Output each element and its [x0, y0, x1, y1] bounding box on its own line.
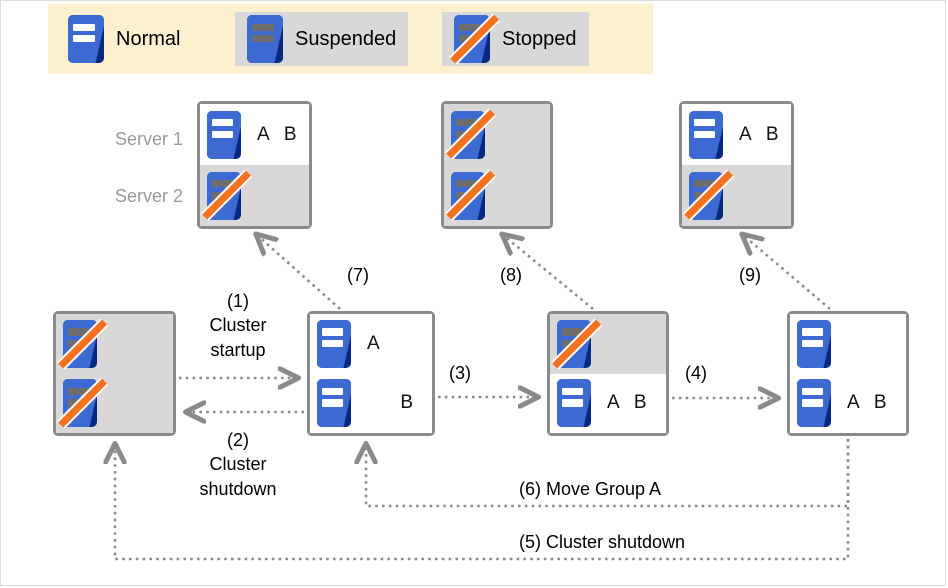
server-stopped-icon	[444, 169, 496, 222]
server-stopped-icon	[444, 108, 496, 161]
legend-label-suspended: Suspended	[295, 27, 397, 50]
caption-step-7: (7)	[347, 265, 369, 285]
bot2-row-server2: B	[310, 373, 432, 433]
state-box-9[interactable]: A B	[679, 101, 794, 229]
state-box-server1-stopped[interactable]: A B	[547, 311, 669, 436]
server-stopped-icon	[56, 377, 108, 430]
box7-row-server1: A B	[200, 104, 309, 165]
server-stopped-icon	[448, 13, 500, 65]
box8-row-server2	[444, 165, 550, 226]
server-normal-icon	[317, 319, 351, 368]
box9-row-server1: A B	[682, 104, 791, 165]
box9-row-server2	[682, 165, 791, 226]
bot1-row-server1	[56, 314, 173, 374]
server-2-label: Server 2	[114, 186, 183, 206]
bot2-groups-server1: A	[367, 332, 385, 354]
server-normal-icon	[557, 379, 591, 428]
bot2-groups-server2: B	[400, 392, 418, 414]
caption-step-9: (9)	[739, 265, 761, 285]
state-box-7[interactable]: A B	[197, 101, 312, 229]
bot3-groups-server2: A B	[607, 392, 652, 414]
legend-panel: Normal Suspended Stopped	[48, 4, 653, 74]
bot1-row-server2	[56, 373, 173, 433]
state-box-8[interactable]	[441, 101, 553, 229]
caption-step-3: (3)	[449, 363, 471, 383]
caption-step-4: (4)	[685, 363, 707, 383]
bot4-row-server1	[790, 314, 906, 374]
caption-step-1-line2: startup	[210, 340, 266, 360]
server-normal-icon	[317, 379, 351, 428]
server-normal-icon	[68, 15, 104, 63]
caption-step-2-line2: shutdown	[199, 479, 277, 499]
caption-step-5: (5) Cluster shutdown	[519, 532, 686, 552]
caption-step-6: (6) Move Group A	[519, 479, 662, 499]
caption-step-1-number: (1)	[227, 291, 249, 311]
caption-step-1-line1: Cluster	[209, 315, 267, 335]
caption-step-2-number: (2)	[227, 430, 249, 450]
server-normal-icon	[797, 319, 831, 368]
state-box-both-normal-ab[interactable]: A B	[787, 311, 909, 436]
server-stopped-icon	[56, 317, 108, 370]
bot4-row-server2: A B	[790, 373, 906, 433]
server-normal-icon	[797, 379, 831, 428]
bot2-row-server1: A	[310, 314, 432, 374]
server-normal-icon	[207, 110, 241, 159]
caption-step-2-line1: Cluster	[209, 454, 267, 474]
box9-groups-server1: A B	[739, 123, 784, 145]
server-stopped-icon	[550, 317, 602, 370]
legend-label-normal: Normal	[116, 27, 181, 50]
server-normal-icon	[689, 110, 723, 159]
legend-item-suspended: Suspended	[235, 12, 409, 66]
box8-row-server1	[444, 104, 550, 165]
state-box-all-stopped[interactable]	[53, 311, 176, 436]
caption-step-8: (8)	[500, 265, 522, 285]
bot4-groups-server2: A B	[847, 392, 892, 414]
box7-row-server2	[200, 165, 309, 226]
legend-item-normal: Normal	[68, 12, 180, 66]
legend-label-stopped: Stopped	[502, 27, 577, 50]
server-stopped-icon	[200, 169, 252, 222]
server-stopped-icon	[682, 169, 734, 222]
server-1-label: Server 1	[114, 129, 183, 149]
legend-item-stopped: Stopped	[442, 12, 589, 66]
bot3-row-server1	[550, 314, 666, 374]
server-suspended-icon	[247, 15, 283, 63]
box7-groups-server1: A B	[257, 123, 302, 145]
state-box-a-b-split[interactable]: A B	[307, 311, 435, 436]
bot3-row-server2: A B	[550, 373, 666, 433]
